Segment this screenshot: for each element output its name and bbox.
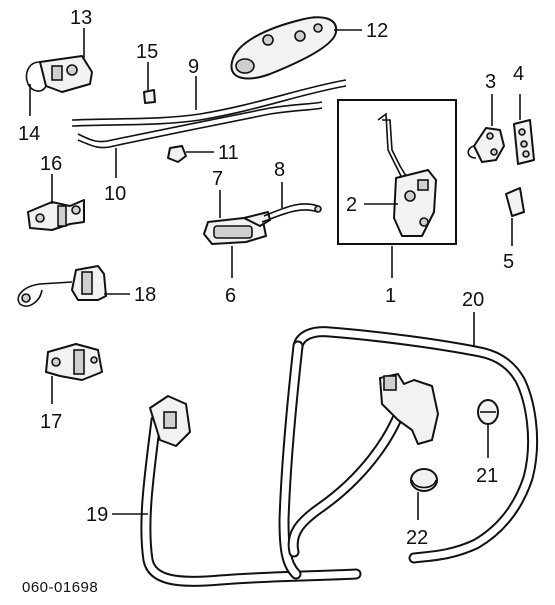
- callout-18: 18: [134, 284, 156, 306]
- part-11-clip: [167, 145, 187, 163]
- part-16-hinge: [27, 199, 85, 231]
- part-9-rod: [71, 79, 347, 127]
- part-5-cover: [505, 187, 525, 217]
- part-7-inside-handle: [203, 211, 271, 245]
- lock-assembly-box: [337, 99, 457, 245]
- diagram-code: 060-01698: [22, 579, 98, 596]
- callout-20: 20: [462, 289, 484, 311]
- callout-13: 13: [70, 7, 92, 29]
- part-13-handle-bracket: [25, 55, 93, 93]
- callout-7: 7: [212, 168, 223, 190]
- callout-1: 1: [385, 285, 396, 307]
- part-18-door-check: [17, 265, 107, 307]
- callout-17: 17: [40, 411, 62, 433]
- part-12-outside-handle: [230, 16, 338, 80]
- part-21-plug: [477, 399, 499, 425]
- callout-15: 15: [136, 41, 158, 63]
- callout-6: 6: [225, 285, 236, 307]
- part-10-rod: [77, 101, 323, 149]
- callout-5: 5: [503, 251, 514, 273]
- callout-2: 2: [346, 194, 357, 216]
- callout-19: 19: [86, 504, 108, 526]
- callout-14: 14: [18, 123, 40, 145]
- callout-11: 11: [218, 142, 239, 164]
- part-22-plug: [410, 468, 438, 492]
- callout-4: 4: [513, 63, 524, 85]
- callout-3: 3: [485, 71, 496, 93]
- part-19-weatherstrip: [140, 395, 362, 587]
- part-2-door-lock: [377, 112, 437, 237]
- part-20-door-seal: [278, 326, 539, 580]
- part-17-hinge: [45, 343, 103, 381]
- door-latch-bracket: [379, 373, 439, 445]
- part-3-striker: [467, 127, 505, 163]
- callout-16: 16: [40, 153, 62, 175]
- part-4-shim: [513, 119, 535, 165]
- callout-22: 22: [406, 527, 428, 549]
- callout-9: 9: [188, 56, 199, 78]
- part-15-clip: [143, 89, 156, 104]
- callout-21: 21: [476, 465, 498, 487]
- callout-8: 8: [274, 159, 285, 181]
- callout-12: 12: [366, 20, 388, 42]
- part-8-cable: [261, 203, 322, 223]
- callout-10: 10: [104, 183, 126, 205]
